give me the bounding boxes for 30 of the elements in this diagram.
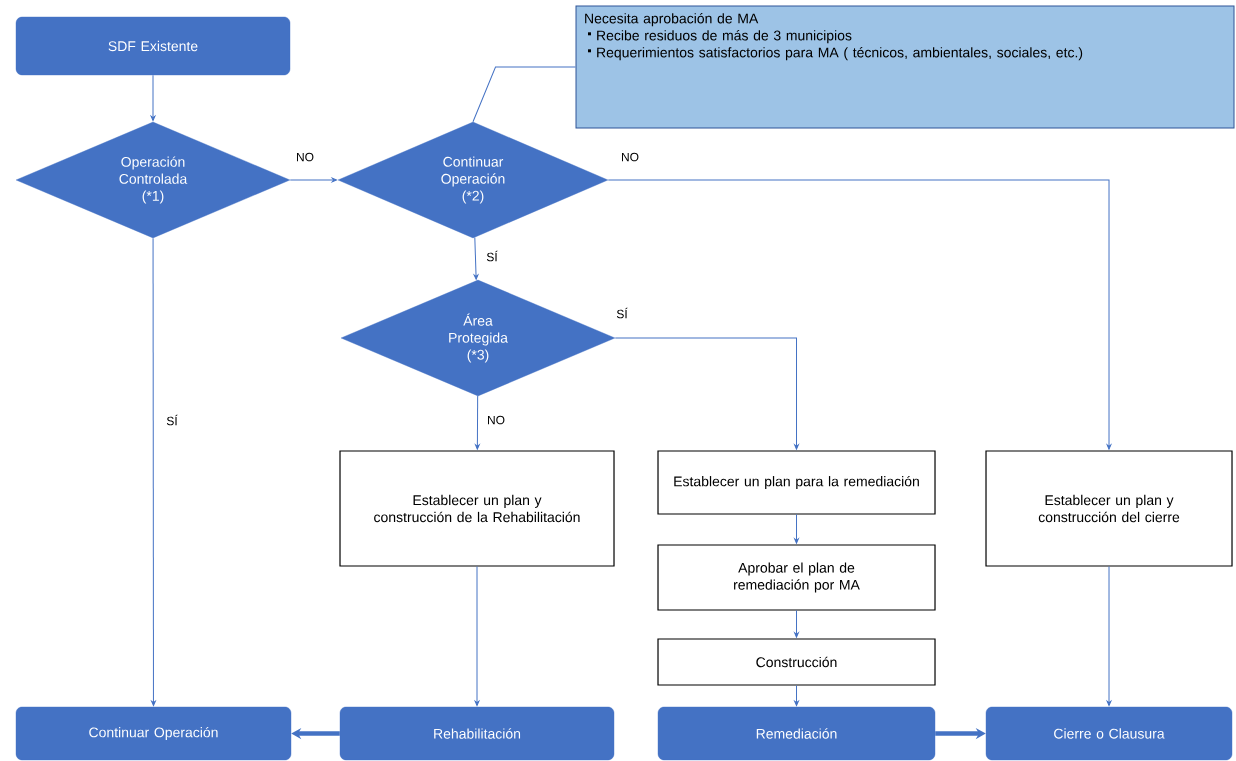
arrow [794,610,799,638]
result-box: Cierre o Clausura [985,706,1233,761]
result-box: Continuar Operación [15,706,292,761]
start-box: SDF Existente [15,16,291,76]
arrow [474,566,480,707]
arrow [289,177,338,183]
edge-label: SÍ [485,249,499,263]
arrow [473,236,479,280]
arrow [475,395,480,450]
leader-line [472,66,576,123]
edge-label: NO [620,151,640,163]
process-box: Establecer un plan y construcción de la Rehabilitación [339,450,615,567]
arrow [794,685,799,707]
arrow [150,74,156,121]
edge-label: SÍ [165,413,179,427]
arrow [1106,566,1112,707]
process-box: Aprobar el plan de remediación por MA [657,544,936,611]
process-box: Establecer un plan y construcción del cierre [985,450,1233,567]
arrow [614,337,799,450]
edge-label: NO [486,414,506,426]
result-box: Rehabilitación [339,706,615,761]
arrow [794,514,799,544]
edge-label: NO [295,151,315,163]
process-box: Construcción [657,638,936,686]
edge-label: SÍ [615,306,629,320]
callout-box: Necesita aprobación de MA Recibe residuos de más de 3 municipios Requerimientos satisfactorios para MA ( técnicos, ambientales, sociales, etc.) [575,5,1235,129]
arrow [607,179,1112,450]
process-box: Establecer un plan para la remediación [657,450,936,515]
arrow [151,237,156,707]
result-box: Remediación [657,706,936,761]
